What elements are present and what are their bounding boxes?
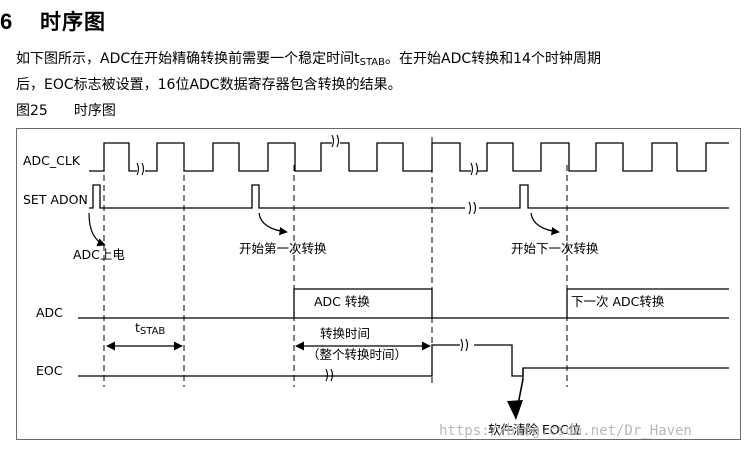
set-adon-waveform	[89, 184, 729, 209]
paragraph-text: 如下图所示，ADC在开始精确转换前需要一个稳定时间t	[16, 51, 360, 67]
figure-caption: 图25 时序图	[16, 100, 116, 120]
timing-guide-lines	[103, 137, 568, 387]
section-title: 时序图	[40, 10, 106, 34]
software-clear-arrowhead	[507, 400, 523, 420]
adc-waveform	[78, 288, 729, 319]
section-number: 6	[0, 9, 13, 34]
annotation-conversion-time: 转换时间	[320, 326, 371, 341]
annotation-adc-conversion: ADC 转换	[314, 294, 370, 309]
timing-diagram: ADC_CLK SET ADON ADC EOC ADC上电 开始第一次转换 开…	[16, 128, 741, 440]
clk-break-marks	[136, 134, 479, 176]
tstab-subscript: STAB	[359, 57, 386, 68]
section-heading: 6 时序图	[0, 6, 106, 36]
signal-label-adc-clk: ADC_CLK	[23, 153, 81, 168]
signal-label-set-adon: SET ADON	[23, 192, 88, 207]
signal-label-adc: ADC	[36, 305, 63, 320]
watermark: https://blog.csdn.net/Dr_Haven	[439, 423, 692, 439]
annotation-full-conversion-time: （整个转换时间）	[307, 347, 408, 362]
annotation-tstab: tSTAB	[135, 321, 165, 339]
annotation-start-next-conversion: 开始下一次转换	[511, 241, 599, 256]
tstab-t: t	[135, 320, 140, 335]
figure-caption-label: 图25	[16, 103, 48, 119]
figure-caption-title: 时序图	[73, 103, 116, 119]
timing-diagram-svg	[78, 134, 729, 420]
annotation-arrows	[88, 212, 560, 247]
paragraph-line-1: 如下图所示，ADC在开始精确转换前需要一个稳定时间tSTAB。在开始ADC转换和…	[16, 48, 746, 74]
body-paragraph: 如下图所示，ADC在开始精确转换前需要一个稳定时间tSTAB。在开始ADC转换和…	[16, 48, 746, 96]
annotation-next-adc-conversion: 下一次 ADC转换	[571, 294, 665, 309]
eoc-break-marks	[460, 338, 469, 352]
conversion-break-marks	[325, 368, 334, 382]
annotation-start-first-conversion: 开始第一次转换	[239, 241, 327, 256]
paragraph-line-2: 后，EOC标志被设置，16位ADC数据寄存器包含转换的结果。	[16, 77, 402, 93]
signal-label-eoc: EOC	[36, 363, 63, 378]
adc-clk-waveform	[89, 142, 729, 172]
tstab-sub: STAB	[139, 326, 166, 337]
paragraph-text: 。在开始ADC转换和14个时钟周期	[385, 51, 601, 67]
annotation-adc-power-on: ADC上电	[73, 247, 125, 262]
annotation-software-clear-eoc: 软件清除 EOC位	[488, 422, 581, 437]
adon-break-marks	[468, 201, 477, 215]
